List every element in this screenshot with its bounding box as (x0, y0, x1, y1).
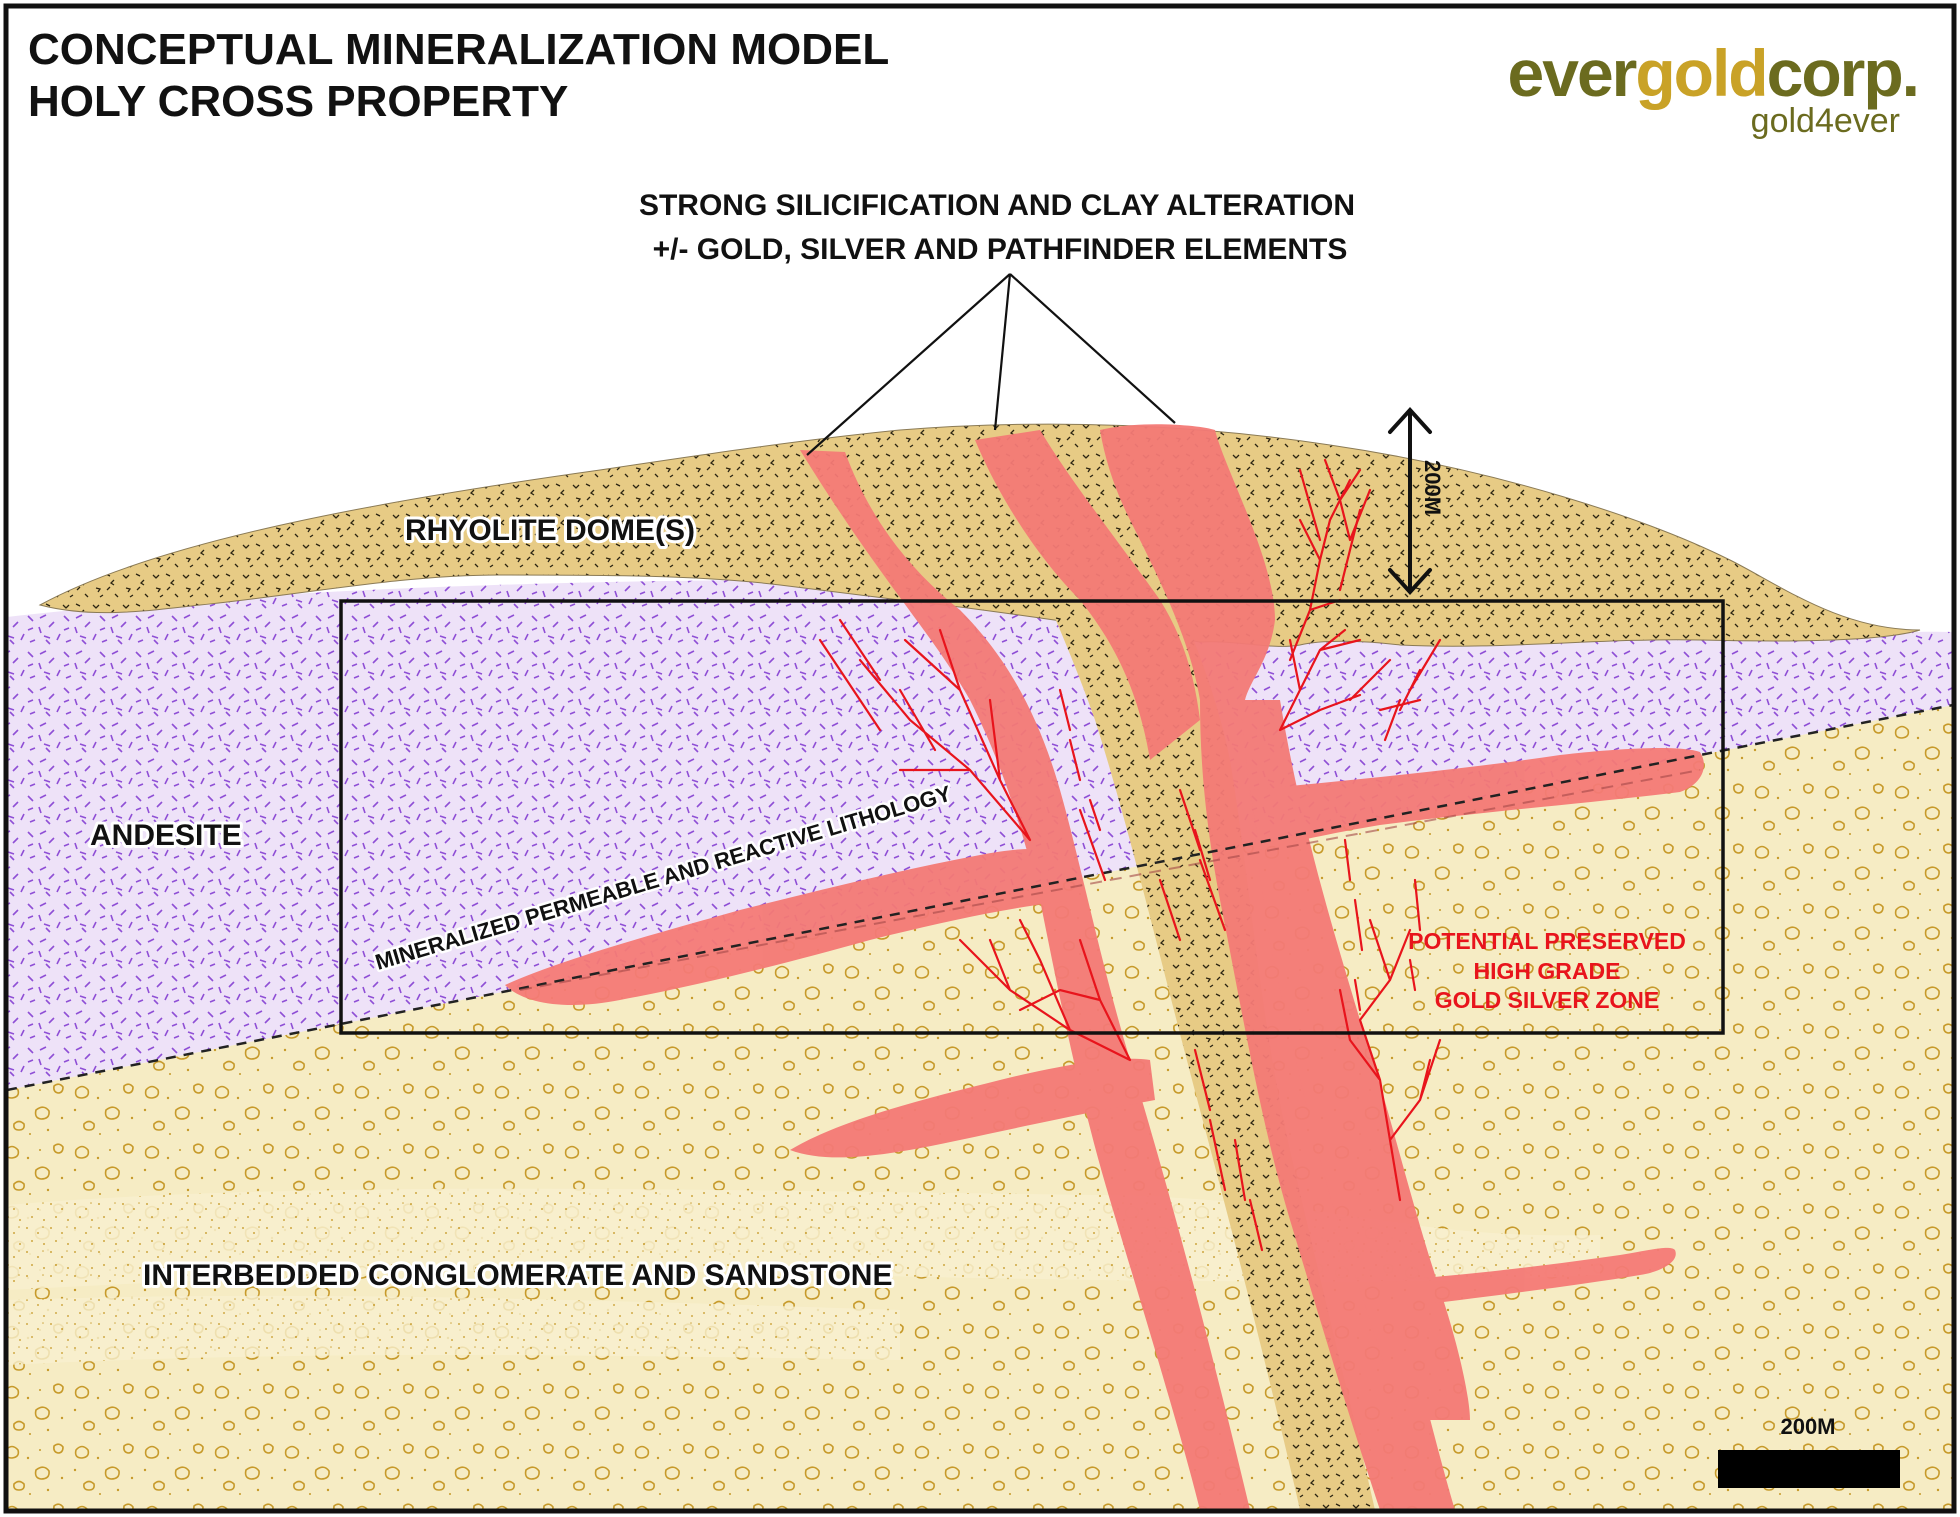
logo-tagline: gold4ever (1751, 102, 1900, 140)
andesite-layer (7, 580, 1953, 1090)
alteration-lateral-lower-right (1395, 1247, 1676, 1305)
sandstone-band (7, 1295, 900, 1365)
rhyolite-dome (38, 423, 1921, 647)
scale-bar (1718, 1450, 1900, 1488)
frame-border (3, 3, 1957, 1514)
feeder-rhyolite-core (975, 430, 1375, 1510)
andesite-label: ANDESITE (90, 819, 242, 852)
vertical-scale-label: 200M (1420, 460, 1445, 515)
diagram-title-line2: HOLY CROSS PROPERTY (28, 77, 568, 126)
alteration-label-line2: +/- GOLD, SILVER AND PATHFINDER ELEMENTS (653, 233, 1348, 266)
alteration-lower-conduit (1240, 700, 1470, 1420)
alteration-left-conduit (800, 450, 1250, 1510)
interbedded-label: INTERBEDDED CONGLOMERATE AND SANDSTONE (143, 1259, 892, 1292)
logo-word-gold: gold (1635, 36, 1766, 110)
potential-zone-label-line1: POTENTIAL PRESERVED (1408, 928, 1686, 954)
logo-word-corp: corp. (1767, 36, 1918, 110)
alteration-lateral-lower-left (790, 1058, 1155, 1158)
andesite-pocket (1270, 643, 1435, 770)
potential-zone-label-line3: GOLD SILVER ZONE (1435, 987, 1659, 1013)
study-area-box (339, 599, 1725, 1035)
sandstone-band (7, 1188, 1600, 1290)
diagram-title-line1: CONCEPTUAL MINERALIZATION MODEL (28, 25, 889, 74)
alteration-label-line1: STRONG SILICIFICATION AND CLAY ALTERATIO… (639, 189, 1355, 222)
potential-zone-label-line2: HIGH GRADE (1474, 958, 1621, 984)
vertical-scale-arrow (1388, 407, 1432, 595)
alteration-mid-stripe (975, 430, 1200, 760)
cross-section (7, 273, 1953, 1510)
andesite-conglomerate-contact (7, 703, 1953, 1092)
veinlets (818, 458, 1442, 1252)
evergold-logo: evergoldcorp. gold4ever (1508, 36, 1920, 140)
leader-lines (806, 273, 1176, 456)
rhyolite-label: RHYOLITE DOME(S) (405, 514, 695, 547)
scale-bar-label: 200M (1780, 1414, 1835, 1439)
logo-wordmark: evergoldcorp. (1508, 36, 1918, 110)
logo-word-ever: ever (1508, 36, 1637, 110)
andesite-contact-inner (519, 769, 1701, 991)
